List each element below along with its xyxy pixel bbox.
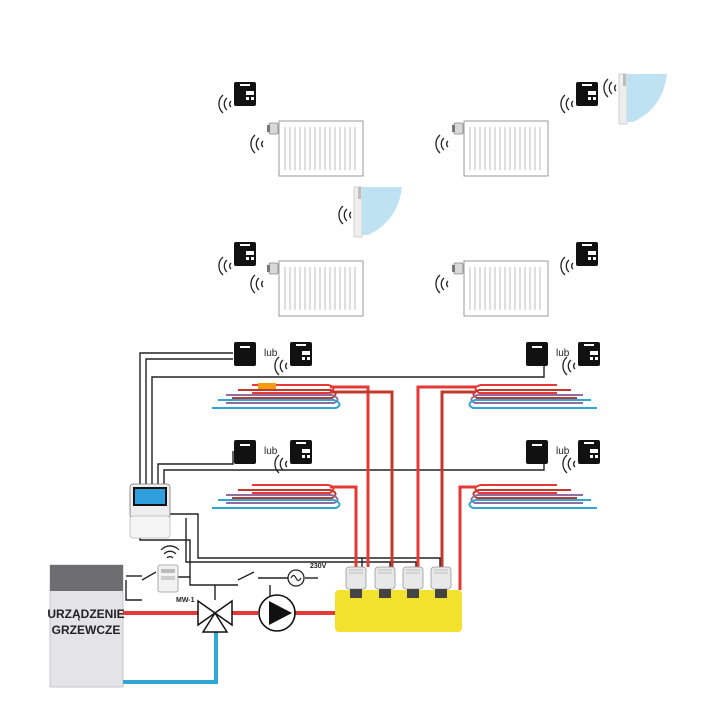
radiator-icon: [451, 120, 549, 177]
wireless-signal-icon: [560, 94, 574, 114]
power-source: 230V: [287, 563, 327, 587]
radiator-zone-top-left: [218, 82, 364, 177]
or-label: lub: [264, 446, 278, 457]
or-label: lub: [556, 348, 570, 359]
wireless-signal-icon: [274, 356, 288, 376]
pump-icon: [258, 594, 296, 632]
wireless-signal-icon: [218, 256, 232, 276]
connector: [258, 383, 276, 389]
room-regulator-icon: [290, 342, 312, 366]
wireless-signal-icon: [338, 205, 352, 225]
floor-zone-top-right: lub: [469, 342, 600, 408]
radiator-icon: [266, 260, 364, 317]
wireless-signal-icon: [603, 78, 617, 98]
floor-pipes: [330, 385, 476, 590]
boiler-label-line1: URZĄDZENIE: [47, 607, 124, 621]
controller: [129, 483, 171, 539]
wireless-signal-icon: [250, 274, 264, 294]
boiler-pipes: [123, 611, 335, 684]
power-label: 230V: [310, 563, 327, 570]
radiator-zone-mid-left: [218, 242, 364, 317]
wireless-signal-icon: [160, 545, 180, 559]
wireless-signal-icon: [562, 356, 576, 376]
wired-regulator-icon: [526, 342, 548, 366]
room-regulator-icon: [578, 342, 600, 366]
radiator-zone-top-right: [435, 73, 668, 177]
room-regulator-icon: [576, 242, 598, 266]
room-regulator-icon: [576, 82, 598, 106]
boiler-label-line2: GRZEWCZE: [52, 623, 121, 637]
radiator-zone-mid-right: [435, 242, 598, 317]
mw1-module: MW-1: [157, 545, 195, 604]
wireless-signal-icon: [250, 134, 264, 154]
wireless-signal-icon: [562, 454, 576, 474]
relay-switches: [141, 571, 255, 581]
floor-zone-bottom-left: lub: [211, 440, 341, 509]
wired-regulator-icon: [234, 342, 256, 366]
radiator-zone-middle: [338, 186, 403, 238]
window-sensor-icon: [353, 186, 403, 238]
room-regulator-icon: [234, 82, 256, 106]
boiler: URZĄDZENIE GRZEWCZE: [47, 564, 125, 688]
wireless-signal-icon: [560, 256, 574, 276]
wired-regulator-icon: [234, 440, 256, 464]
floor-zone-bottom-right: lub: [469, 440, 600, 508]
room-regulator-icon: [234, 242, 256, 266]
or-label: lub: [556, 446, 570, 457]
wired-regulator-icon: [526, 440, 548, 464]
wireless-signal-icon: [435, 274, 449, 294]
control-wires: [125, 352, 545, 601]
floor-loop-icon: [469, 485, 597, 508]
three-way-valve-icon: [197, 599, 233, 633]
room-regulator-icon: [290, 440, 312, 464]
room-regulator-icon: [578, 440, 600, 464]
floor-loop-icon: [469, 385, 597, 408]
module-label: MW-1: [176, 597, 195, 604]
window-sensor-icon: [618, 73, 668, 125]
or-label: lub: [264, 348, 278, 359]
floor-zone-top-left: lub: [211, 342, 341, 409]
radiator-icon: [266, 120, 364, 177]
manifold: [335, 566, 462, 632]
wireless-signal-icon: [435, 134, 449, 154]
wireless-signal-icon: [218, 94, 232, 114]
floor-loop-icon: [211, 484, 341, 509]
radiator-icon: [451, 260, 549, 317]
